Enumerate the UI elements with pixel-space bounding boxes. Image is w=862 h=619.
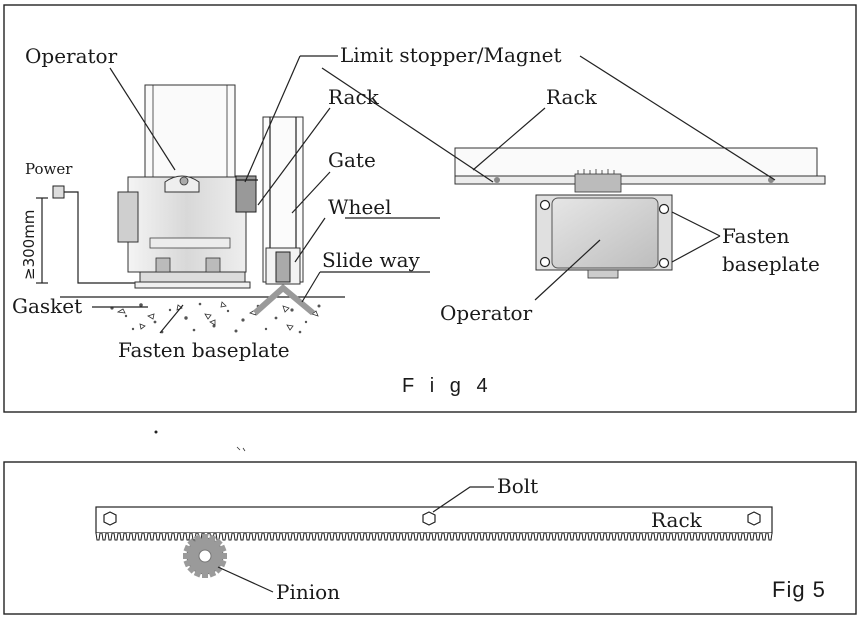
- limit-stopper-label: Limit stopper/Magnet: [340, 43, 561, 67]
- fig4-panel: Operator Limit stopper/Magnet Rack Gate …: [3, 4, 857, 413]
- bolt-leader: [432, 486, 494, 513]
- bolt-label: Bolt: [497, 474, 538, 498]
- gate-post: [262, 116, 304, 285]
- rack-label-fig5: Rack: [651, 508, 703, 532]
- pinion-gear: [183, 534, 227, 578]
- fig5-frame: [3, 461, 857, 615]
- gate-label: Gate: [328, 148, 376, 172]
- rack-top-view: [454, 147, 826, 193]
- stray-dot: [154, 430, 158, 434]
- bolt-icon-left: [103, 511, 117, 526]
- height-label: ≥300mm: [20, 210, 38, 280]
- height-dimension: [36, 197, 48, 284]
- rack-label-right: Rack: [546, 85, 598, 109]
- pinion-label: Pinion: [276, 580, 340, 604]
- pinion-leader: [217, 566, 274, 593]
- fig5-panel: Bolt Rack Pinion Fig 5: [3, 461, 857, 615]
- fasten-baseplate-label-bottom: Fasten baseplate: [118, 338, 290, 362]
- fig4-frame: [3, 4, 857, 413]
- power-label: Power: [25, 160, 73, 178]
- operator-label-right: Operator: [440, 301, 533, 325]
- fig4-left-leaders: [92, 55, 440, 334]
- stray-mark: [236, 446, 246, 452]
- rack-label-left: Rack: [328, 85, 380, 109]
- bolt-icon-right: [747, 511, 761, 526]
- fasten-label-right-line2: baseplate: [722, 252, 820, 276]
- operator-top-view: [535, 194, 673, 279]
- operator-side-view: [117, 84, 258, 289]
- operator-label: Operator: [25, 44, 118, 68]
- fig5-caption: Fig 5: [772, 577, 826, 602]
- slide-way: [253, 284, 315, 316]
- fig4-caption: F i g 4: [402, 375, 493, 397]
- fig4-right-leaders: [321, 55, 776, 301]
- gasket-label: Gasket: [12, 294, 82, 318]
- fasten-label-right-line1: Fasten: [722, 224, 790, 248]
- power-box: [52, 185, 146, 284]
- slide-way-label: Slide way: [322, 248, 421, 272]
- bolt-icon-middle: [422, 511, 436, 526]
- wheel-label: Wheel: [328, 195, 392, 219]
